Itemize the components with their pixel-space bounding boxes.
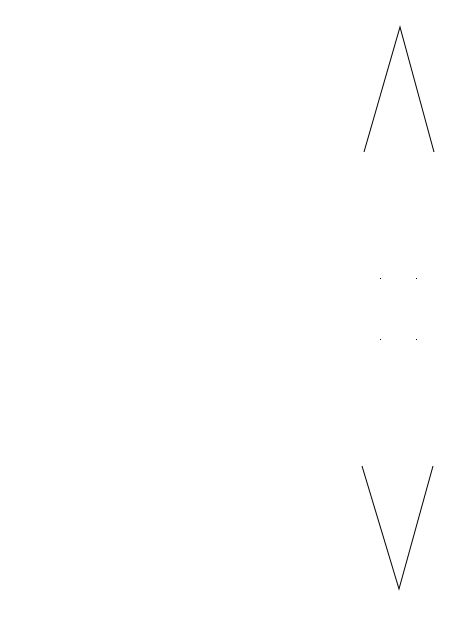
- mark-top-right: [416, 278, 417, 279]
- middle-marks: [380, 278, 417, 340]
- mark-bottom-left: [380, 339, 381, 340]
- chevron-up-icon[interactable]: [363, 25, 435, 153]
- mark-bottom-right: [416, 339, 417, 340]
- chevron-down-icon[interactable]: [361, 465, 434, 591]
- mark-top-left: [380, 278, 381, 279]
